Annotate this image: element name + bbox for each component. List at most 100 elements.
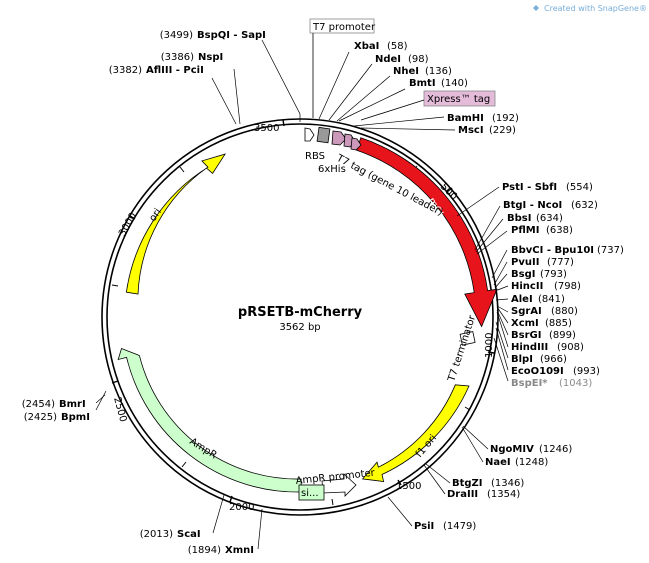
site-labels: (3499) BspQI - SapI (3386) NspI (3382) A… (22, 30, 624, 556)
site-bmti-pos: (140) (441, 78, 468, 89)
site-leader (233, 68, 241, 125)
site-xbai[interactable]: XbaI (58) (354, 41, 408, 52)
site-draiii[interactable]: DraIII (1354) (447, 489, 520, 500)
site-bbvci-bpu10i[interactable]: BbvCI - Bpu10I (737) (511, 245, 624, 256)
signal-peptide-box[interactable] (298, 484, 325, 501)
site-scai-name: ScaI (177, 529, 201, 540)
his-label: 6xHis (318, 164, 346, 175)
ampr-promoter-arrow[interactable] (321, 473, 357, 497)
site-bpmi[interactable]: (2425) BpmI (24, 412, 90, 423)
site-pvuii-pos: (777) (547, 257, 574, 268)
site-leader (495, 298, 509, 301)
site-bsrgi[interactable]: BsrGI (899) (511, 330, 576, 341)
site-hincii-name: HincII (511, 281, 543, 292)
site-bspqi-sapi[interactable]: (3499) BspQI - SapI (160, 30, 266, 41)
site-leader (474, 205, 501, 251)
xpress-callout: Xpress™ tag (360, 90, 496, 121)
site-hincii[interactable]: HincII (798) (511, 281, 581, 292)
site-leaders (95, 39, 509, 550)
site-xmni[interactable]: (1894) XmnI (188, 545, 254, 556)
site-bspei-name: BspEI* (511, 378, 548, 389)
site-bpmi-name: BpmI (61, 412, 90, 423)
site-leader (261, 39, 301, 122)
site-msci[interactable]: MscI (229) (458, 125, 516, 136)
site-leader (360, 127, 456, 131)
site-bmri[interactable]: (2454) BmrI (22, 399, 86, 410)
site-pflmi-pos: (638) (546, 225, 573, 236)
site-blpi-name: BlpI (511, 354, 533, 365)
site-psti-sbfi[interactable]: PstI - SbfI (554) (502, 182, 593, 193)
t7-promoter-callout: T7 promoter (309, 18, 376, 118)
site-leader (496, 309, 509, 336)
site-ngomiv[interactable]: NgoMIV (1246) (490, 444, 572, 455)
site-bspei[interactable]: BspEI* (1043) (511, 378, 592, 389)
site-pvuii[interactable]: PvuII (777) (511, 257, 574, 268)
tick-3500-mark (282, 119, 285, 127)
xpress-box (423, 90, 496, 107)
site-naei-pos: (1248) (515, 457, 548, 468)
tick-2000-mark (229, 495, 233, 503)
site-naei[interactable]: NaeI (1248) (485, 457, 548, 468)
t7-tag-arrow[interactable] (331, 130, 347, 146)
backbone-inner-ring (106, 123, 494, 511)
site-nhei[interactable]: NheI (136) (393, 66, 452, 77)
site-bamhi[interactable]: BamHI (192) (447, 113, 519, 124)
site-btgzi-pos: (1346) (491, 478, 524, 489)
tick-1500-label: 1500 (396, 481, 421, 492)
site-xcmi-pos: (885) (545, 318, 572, 329)
site-bsgi[interactable]: BsgI (793) (511, 269, 567, 280)
site-leader (257, 508, 263, 550)
site-leader (493, 337, 509, 382)
f1ori-arrow[interactable] (361, 384, 470, 482)
site-afliii-pcii-name: AflIII - PciI (146, 65, 204, 76)
site-psii[interactable]: PsiI (1479) (414, 521, 476, 532)
site-afliii-pcii[interactable]: (3382) AflIII - PciI (109, 65, 204, 76)
minor-tick (111, 284, 119, 287)
site-hincii-pos: (798) (554, 281, 581, 292)
rbs-arrow[interactable] (304, 127, 315, 142)
xpress-tag-arrow-2[interactable] (350, 137, 362, 151)
site-nspi[interactable]: (3386) NspI (161, 52, 223, 63)
site-btgi-ncoi-name: BtgI - NcoI (503, 200, 562, 211)
site-bamhi-pos: (192) (492, 113, 519, 124)
minor-tick (464, 406, 471, 411)
his-tag-box[interactable] (316, 126, 331, 144)
site-xcmi[interactable]: XcmI (885) (511, 318, 572, 329)
site-bsgi-name: BsgI (511, 269, 535, 280)
site-leader (493, 261, 508, 286)
site-bmti[interactable]: BmtI (140) (409, 78, 468, 89)
site-sgrai[interactable]: SgrAI (880) (511, 306, 578, 317)
site-afliii-pcii-pos: (3382) (109, 65, 142, 76)
site-psii-pos: (1479) (443, 521, 476, 532)
site-nspi-name: NspI (198, 52, 223, 63)
site-pflmi[interactable]: PflMI (638) (511, 225, 573, 236)
site-nhei-pos: (136) (425, 66, 452, 77)
rbs-label: RBS (305, 151, 325, 162)
site-hindiii-name: HindIII (511, 342, 548, 353)
site-bbsi[interactable]: BbsI (634) (507, 213, 563, 224)
xpress-label: Xpress™ tag (427, 94, 490, 105)
xpress-leader (360, 99, 425, 121)
credit-text: Created with SnapGene® (544, 4, 647, 13)
site-hindiii[interactable]: HindIII (908) (511, 342, 584, 353)
site-naei-name: NaeI (485, 457, 511, 468)
site-bspqi-sapi-name: BspQI - SapI (197, 30, 266, 41)
site-xmni-pos: (1894) (188, 545, 221, 556)
site-ndei[interactable]: NdeI (98) (375, 54, 429, 65)
signal-peptide-label: si... (301, 488, 319, 499)
tick-3000-mark (129, 215, 136, 220)
site-blpi[interactable]: BlpI (966) (511, 354, 567, 365)
site-scai[interactable]: (2013) ScaI (140, 529, 201, 540)
site-pvuii-name: PvuII (511, 257, 539, 268)
site-alei[interactable]: AleI (841) (511, 294, 565, 305)
t7-terminator-box[interactable] (459, 331, 476, 346)
site-btgzi-name: BtgZI (452, 478, 483, 489)
mcherry-arrow[interactable] (356, 137, 498, 328)
site-ecoo109i[interactable]: EcoO109I (993) (511, 366, 600, 377)
site-nhei-name: NheI (393, 66, 419, 77)
ori-arrow[interactable] (125, 153, 227, 295)
site-btgi-ncoi[interactable]: BtgI - NcoI (632) (503, 200, 598, 211)
ampr-arrow[interactable] (117, 347, 302, 493)
site-btgzi[interactable]: BtgZI (1346) (452, 478, 524, 489)
site-sgrai-name: SgrAI (511, 306, 542, 317)
